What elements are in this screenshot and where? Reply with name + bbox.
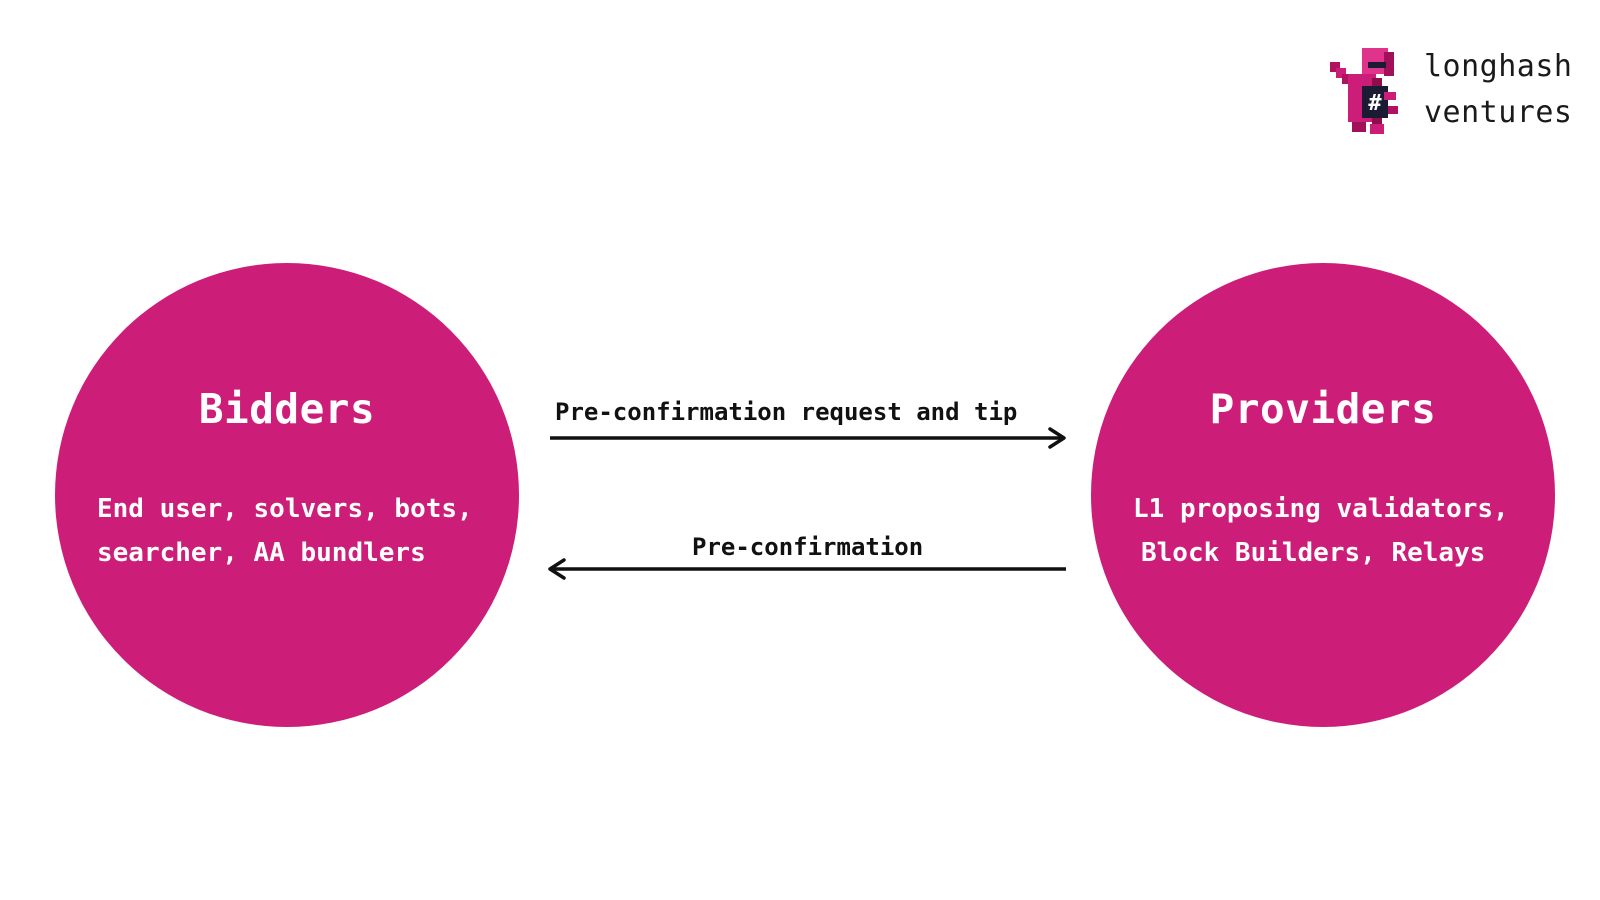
providers-node: Providers L1 proposing validators, Block… <box>1091 263 1555 727</box>
providers-desc-line-2: Block Builders, Relays <box>1141 538 1486 568</box>
svg-text:#: # <box>1368 91 1382 116</box>
response-arrow-label: Pre-confirmation <box>692 533 924 561</box>
request-arrow <box>550 427 1066 449</box>
bidders-desc-line-2: searcher, AA bundlers <box>97 538 426 568</box>
logo-line-1: longhash <box>1424 49 1573 84</box>
longhash-logo: # longhash ventures <box>1328 40 1578 140</box>
bidders-node: Bidders End user, solvers, bots, searche… <box>55 263 519 727</box>
response-arrow <box>548 558 1066 580</box>
bidders-title: Bidders <box>198 385 376 433</box>
request-arrow-label: Pre-confirmation request and tip <box>555 398 1018 426</box>
providers-description: L1 proposing validators, Block Builders,… <box>1133 487 1509 575</box>
logo-wordmark: longhash ventures <box>1424 44 1573 136</box>
bidders-description: End user, solvers, bots, searcher, AA bu… <box>97 487 473 575</box>
pixel-dinosaur-hash-icon: # <box>1330 48 1398 134</box>
bidders-desc-line-1: End user, solvers, bots, <box>97 494 473 524</box>
providers-title: Providers <box>1209 385 1437 433</box>
providers-desc-line-1: L1 proposing validators, <box>1133 494 1509 524</box>
logo-line-2: ventures <box>1424 95 1573 130</box>
